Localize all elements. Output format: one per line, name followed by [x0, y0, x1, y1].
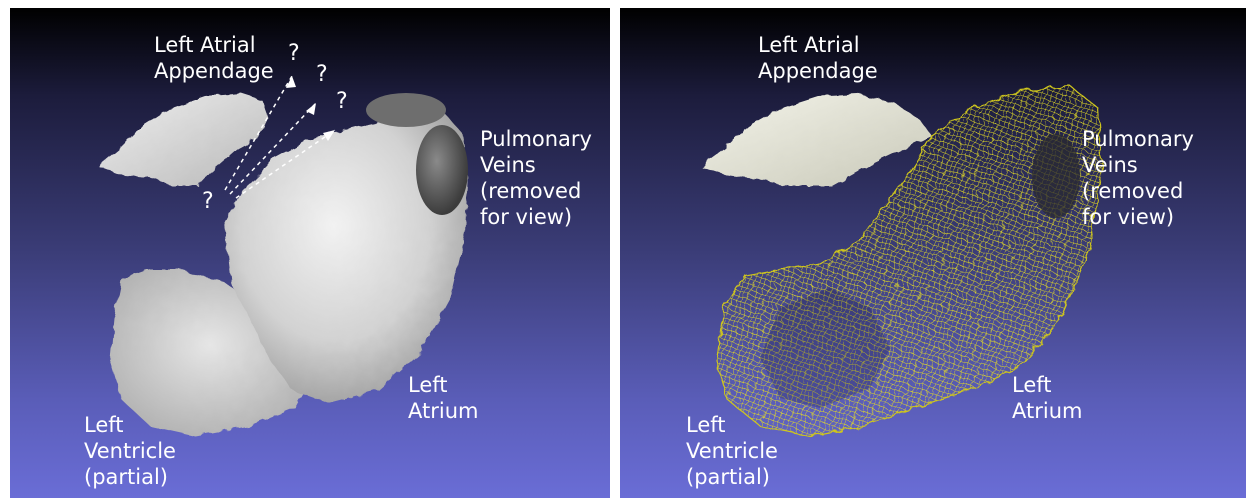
label-left-atrium: Left Atrium: [1012, 372, 1082, 424]
label-left-ventricle: Left Ventricle (partial): [686, 412, 778, 490]
question-mark: ?: [316, 63, 328, 87]
right-3d-view: Left Atrial Appendage Pulmonary Veins (r…: [620, 8, 1246, 498]
appendage-shape: [700, 94, 932, 186]
label-pulmonary-veins: Pulmonary Veins (removed for view): [1082, 126, 1194, 230]
appendage-shape: [98, 93, 268, 186]
question-mark: ?: [336, 90, 348, 114]
vein-opening: [1032, 134, 1080, 218]
vein-opening: [416, 125, 468, 215]
question-mark: ?: [202, 190, 214, 214]
question-mark: ?: [288, 42, 300, 66]
label-left-atrial-appendage: Left Atrial Appendage: [154, 32, 274, 84]
label-left-ventricle: Left Ventricle (partial): [84, 412, 176, 490]
label-pulmonary-veins: Pulmonary Veins (removed for view): [480, 126, 592, 230]
label-left-atrium: Left Atrium: [408, 372, 478, 424]
label-left-atrial-appendage: Left Atrial Appendage: [758, 32, 878, 84]
vein-cap: [366, 93, 446, 127]
left-3d-view: ? ? ? ? Left Atrial Appendage Pulmonary …: [10, 8, 610, 498]
